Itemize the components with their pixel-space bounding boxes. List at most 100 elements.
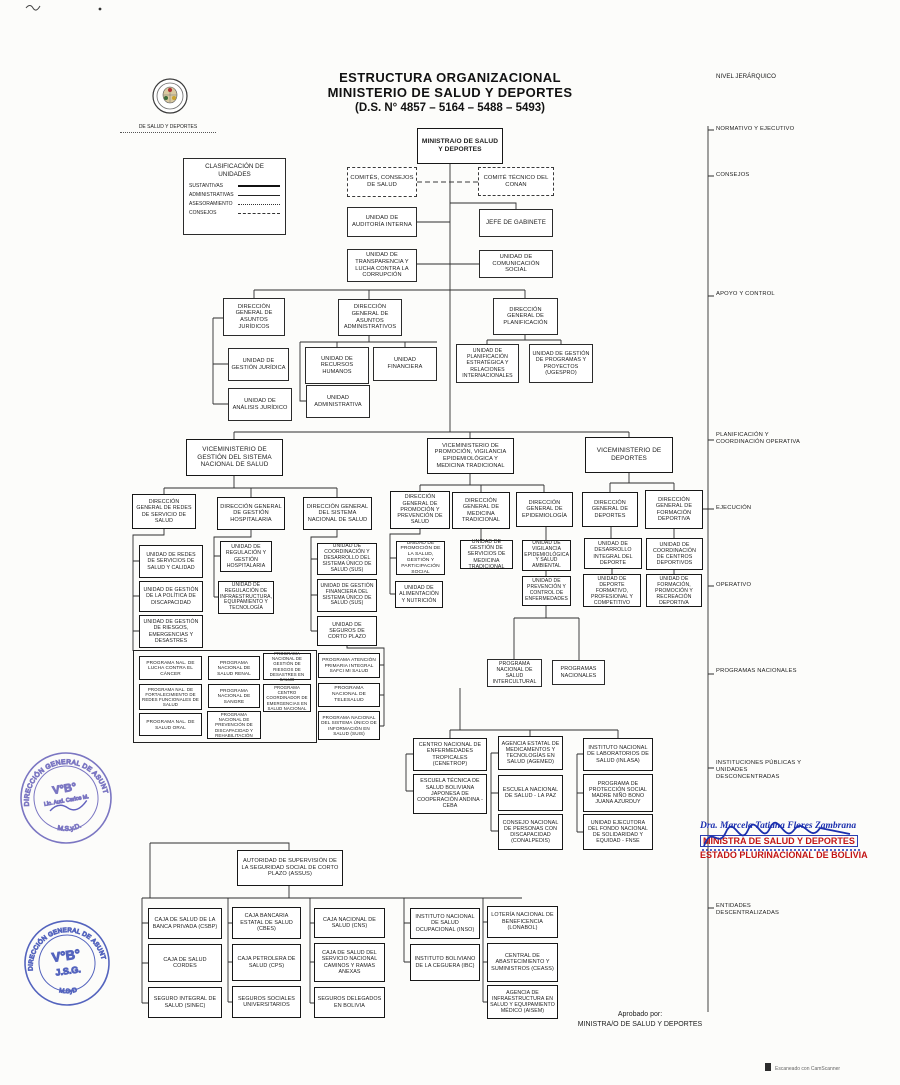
legend-line-sustantivas — [238, 185, 280, 188]
minister-title: MINISTRA DE SALUD Y DEPORTES — [700, 835, 858, 847]
level-entidades: ENTIDADES DESCENTRALIZADAS — [716, 903, 780, 917]
node-u_administrativa: UNIDAD ADMINISTRATIVA — [306, 385, 370, 418]
node-vm_gestion: VICEMINISTERIO DE GESTIÓN DEL SISTEMA NA… — [186, 439, 283, 476]
node-dg_admin: DIRECCIÓN GENERAL DE ASUNTOS ADMINISTRAT… — [338, 299, 402, 336]
stamp1-center-text: V°B° — [52, 781, 78, 797]
node-i_escuela_nac: ESCUELA NACIONAL DE SALUD - LA PAZ — [498, 775, 563, 811]
node-c_aisem: AGENCIA DE INFRAESTRUCTURA EN SALUD Y EQ… — [487, 985, 558, 1019]
node-u_redes_calidad: UNIDAD DE REDES DE SERVICIOS DE SALUD Y … — [139, 545, 203, 578]
node-u_riesgos: UNIDAD DE GESTIÓN DE RIESGOS, EMERGENCIA… — [139, 615, 203, 648]
ministry-seal-icon — [152, 78, 188, 114]
level-apoyo: APOYO Y CONTROL — [716, 291, 775, 297]
node-u_rrhh: UNIDAD DE RECURSOS HUMANOS — [305, 347, 369, 384]
node-u_des_deporte: UNIDAD DE DESARROLLO INTEGRAL DEL DEPORT… — [584, 538, 642, 569]
node-auditoria: UNIDAD DE AUDITORÍA INTERNA — [347, 207, 417, 237]
legend-consejos: CONSEJOS — [189, 210, 217, 217]
node-c_sinec: SEGURO INTEGRAL DE SALUD (SINEC) — [148, 987, 222, 1018]
stamp1-bottom-text: M.S.y.D. — [55, 820, 83, 835]
svg-text:M.S.y.D.: M.S.y.D. — [56, 821, 83, 835]
node-p_suis: PROGRAMA NACIONAL DEL SISTEMA ÚNICO DE I… — [318, 711, 380, 740]
node-u_analisis: UNIDAD DE ANÁLISIS JURÍDICO — [228, 388, 292, 421]
stamp2-center-text: V°B° — [51, 946, 81, 965]
node-c_lonabol: LOTERÍA NACIONAL DE BENEFICENCIA (LONABO… — [487, 906, 558, 938]
node-dg_plan: DIRECCIÓN GENERAL DE PLANIFICACIÓN — [493, 298, 558, 335]
node-p_nacionales: PROGRAMAS NACIONALES — [552, 660, 605, 685]
vobo-stamp-2: DIRECCIÓN GENERAL DE ASUNTOS ADMINISTRAT… — [16, 912, 110, 1006]
level-normativo: NORMATIVO Y EJECUTIVO — [716, 126, 795, 132]
node-u_prevencion: UNIDAD DE PREVENCIÓN Y CONTROL DE ENFERM… — [522, 576, 571, 606]
node-dg_hosp: DIRECCIÓN GENERAL DE GESTIÓN HOSPITALARI… — [217, 497, 285, 530]
scanner-caption: Escaneado con CamScanner — [775, 1066, 841, 1072]
level-instituciones: INSTITUCIONES PÚBLICAS Y UNIDADES DESCON… — [716, 760, 802, 781]
node-i_escuela_tec: ESCUELA TÉCNICA DE SALUD BOLIVIANA JAPON… — [413, 774, 487, 814]
node-i_inlasa: INSTITUTO NACIONAL DE LABORATORIOS DE SA… — [583, 738, 653, 771]
node-c_cbes: CAJA BANCARIA ESTATAL DE SALUD (CBES) — [232, 907, 301, 939]
node-p_fort: PROGRAMA NAL. DE FORTALECIMIENTO DE REDE… — [139, 684, 202, 710]
node-c_ibc: INSTITUTO BOLIVIANO DE LA CEGUERA (IBC) — [410, 944, 480, 981]
node-p_rehab: PROGRAMA NACIONAL DE PREVENCIÓN DE DISCA… — [207, 711, 261, 739]
node-c_deleg: SEGUROS DELEGADOS EN BOLIVIA — [314, 987, 385, 1018]
node-u_gestion_juridica: UNIDAD DE GESTIÓN JURÍDICA — [228, 348, 289, 381]
node-conan: COMITÉ TÉCNICO DEL CONAN — [478, 167, 554, 196]
node-vm_deportes: VICEMINISTERIO DE DEPORTES — [585, 437, 673, 473]
node-transparencia: UNIDAD DE TRANSPARENCIA Y LUCHA CONTRA L… — [347, 249, 417, 282]
seal-caption: DE SALUD Y DEPORTES — [120, 124, 216, 133]
legend-asesoramiento: ASESORAMIENTO — [189, 201, 233, 208]
node-dg_redes: DIRECCIÓN GENERAL DE REDES DE SERVICIO D… — [132, 494, 196, 529]
node-comunicacion: UNIDAD DE COMUNICACIÓN SOCIAL — [479, 250, 553, 278]
node-u_ugespro: UNIDAD DE GESTIÓN DE PROGRAMAS Y PROYECT… — [529, 344, 593, 383]
node-p_desastres: PROGRAMA NACIONAL DE GESTIÓN DE RIESGOS … — [263, 651, 311, 682]
page-title: ESTRUCTURA ORGANIZACIONAL MINISTERIO DE … — [270, 70, 630, 114]
approved-by-block: Aprobado por: MINISTRA/O DE SALUD Y DEPO… — [565, 1010, 715, 1030]
node-p_safci: PROGRAMA ATENCIÓN PRIMARIA INTEGRAL SAFC… — [318, 653, 380, 678]
node-u_coord_centros: UNIDAD DE COORDINACIÓN DE CENTROS DEPORT… — [646, 538, 703, 570]
legend-title: CLASIFICACIÓN DE UNIDADES — [205, 163, 264, 178]
node-u_reg_hosp: UNIDAD DE REGULACIÓN Y GESTIÓN HOSPITALA… — [220, 541, 272, 572]
minister-name: Dra. Marcela Tatiana Flores Zambrana — [700, 821, 857, 831]
node-vm_promocion: VICEMINISTERIO DE PROMOCIÓN, VIGILANCIA … — [427, 438, 514, 474]
node-u_fin_sus: UNIDAD DE GESTIÓN FINANCIERA DEL SISTEMA… — [317, 579, 377, 612]
stamp2-bottom-text: M.SyD — [57, 984, 79, 997]
node-u_financiera: UNIDAD FINANCIERA — [373, 347, 437, 381]
stamp2-initials-text: J.S.G. — [55, 964, 82, 977]
programas-frame — [133, 650, 317, 743]
level-ejecucion: EJECUCIÓN — [716, 505, 752, 511]
legend-sustantivas: SUSTANTIVAS — [189, 183, 223, 190]
node-p_cancer: PROGRAMA NAL. DE LUCHA CONTRA EL CÁNCER — [139, 656, 202, 680]
node-u_reg_infra: UNIDAD DE REGULACIÓN DE INFRAESTRUCTURA,… — [218, 581, 274, 614]
level-column-header: NIVEL JERÁRQUICO — [716, 73, 776, 80]
node-p_oral: PROGRAMA NAL. DE SALUD ORAL — [139, 713, 202, 736]
legend-line-consejos — [238, 212, 280, 214]
legend-line-asesoramiento — [238, 203, 280, 205]
approved-label: Aprobado por: — [617, 1011, 663, 1018]
node-p_centro: PROGRAMA CENTRO COORDINADOR DE EMERGENCI… — [263, 684, 311, 712]
node-dg_promocion: DIRECCIÓN GENERAL DE PROMOCIÓN Y PREVENC… — [390, 491, 450, 529]
node-i_proteccion: PROGRAMA DE PROTECCIÓN SOCIAL MADRE NIÑO… — [583, 774, 653, 812]
node-c_inso: INSTITUTO NACIONAL DE SALUD OCUPACIONAL … — [410, 908, 480, 939]
approved-by: MINISTRA/O DE SALUD Y DEPORTES — [577, 1020, 703, 1028]
title-line1: ESTRUCTURA ORGANIZACIONAL — [339, 70, 561, 85]
level-operativo: OPERATIVO — [716, 582, 752, 588]
node-c_cordes: CAJA DE SALUD CORDES — [148, 944, 222, 982]
legend-line-administrativas — [238, 194, 280, 196]
node-u_alimentacion: UNIDAD DE ALIMENTACIÓN Y NUTRICIÓN — [395, 581, 443, 608]
node-u_coord_sus: UNIDAD DE COORDINACIÓN Y DESARROLLO DEL … — [317, 543, 377, 575]
node-u_prom_salud: UNIDAD DE PROMOCIÓN DE LA SALUD, GESTIÓN… — [396, 541, 445, 575]
node-u_med_trad: UNIDAD DE GESTIÓN DE SERVICIOS DE MEDICI… — [460, 539, 513, 570]
node-u_vigilancia: UNIDAD DE VIGILANCIA EPIDEMIOLÓGICA Y SA… — [522, 540, 571, 571]
node-dg_epi: DIRECCIÓN GENERAL DE EPIDEMIOLOGÍA — [516, 492, 573, 527]
node-gabinete: JEFE DE GABINETE — [479, 209, 553, 237]
node-i_fnse: UNIDAD EJECUTORA DEL FONDO NACIONAL DE S… — [583, 814, 653, 850]
minister-signature-block: Dra. Marcela Tatiana Flores Zambrana MIN… — [700, 820, 900, 860]
node-dg_formacion: DIRECCIÓN GENERAL DE FORMACIÓN DEPORTIVA — [645, 490, 703, 529]
legend-administrativas: ADMINISTRATIVAS — [189, 192, 234, 199]
node-c_cns: CAJA NACIONAL DE SALUD (CNS) — [314, 908, 385, 938]
node-u_form_recre: UNIDAD DE FORMACIÓN, PROMOCIÓN Y RECREAC… — [646, 574, 702, 607]
node-u_dep_formativo: UNIDAD DE DEPORTE FORMATIVO, PROFESIONAL… — [583, 574, 641, 607]
vobo-stamp-1: DIRECCIÓN GENERAL DE ASUNTOS ADMINISTRAT… — [10, 742, 112, 844]
title-line3: (D.S. N° 4857 – 5164 – 5488 – 5493) — [354, 102, 545, 114]
title-line2: MINISTERIO DE SALUD Y DEPORTES — [327, 85, 573, 100]
node-assus: AUTORIDAD DE SUPERVISIÓN DE LA SEGURIDAD… — [237, 850, 343, 886]
